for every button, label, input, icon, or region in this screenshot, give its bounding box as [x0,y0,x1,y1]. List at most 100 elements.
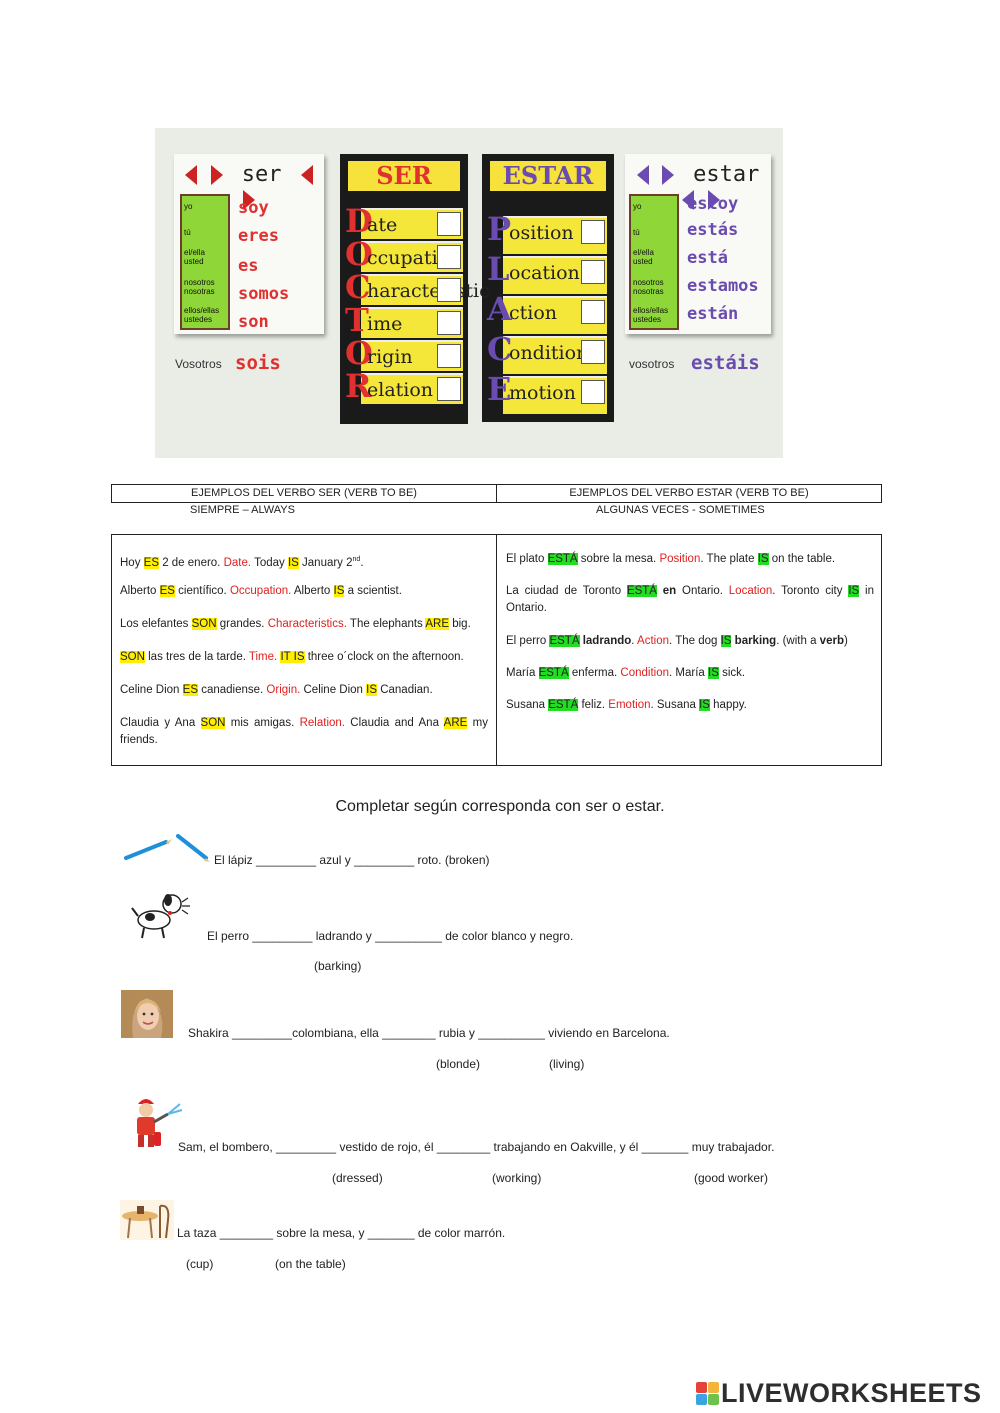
logo-text: LIVEWORKSHEETS [721,1377,982,1408]
diamond-right-icon [707,190,720,210]
place-row-initial: P [487,210,512,248]
ser-card-title: ser [241,162,282,187]
ser-estar-poster: ser yo tú el/ella usted nosotros nosotra… [155,128,783,458]
ser-example: Alberto ES científico. Occupation. Alber… [120,585,402,597]
estar-form: estoy [687,194,739,214]
doctor-row-picture [437,245,461,269]
hint: (on the table) [275,1257,346,1271]
logo-blocks-icon [696,1381,719,1405]
ser-form: eres [238,226,279,246]
diamond-left-icon [661,165,674,185]
doctor-row-picture [437,278,461,302]
ser-conjugation-card: ser yo tú el/ella usted nosotros nosotra… [174,154,324,334]
place-row-picture [581,220,605,244]
place-row-word: osition [509,222,574,244]
ser-form: somos [238,284,290,304]
doctor-row-picture [437,311,461,335]
exercise-heading: Completar según corresponda con ser o es… [335,798,665,815]
exercise-item: El lápiz _________ azul y _________ roto… [214,853,490,867]
pronoun: yo [633,202,642,211]
ser-form: son [238,312,269,332]
doctor-row-word: rigin [367,346,413,368]
vosotros-label: Vosotros [175,357,222,371]
place-row-initial: L [487,250,510,288]
estar-form: estás [687,220,739,240]
ser-example: Hoy ES 2 de enero. Date. Today IS Januar… [120,556,364,569]
pronoun: el/ella usted [633,248,654,266]
estar-examples-header: EJEMPLOS DEL VERBO ESTAR (VERB TO BE) [569,487,809,499]
place-row-picture [581,340,605,364]
exercise-item: Shakira _________colombiana, ella ______… [188,1026,670,1040]
ser-form: es [238,256,259,276]
pronoun: ellos/ellas ustedes [184,306,220,324]
exercise-item: Sam, el bombero, _________ vestido de ro… [178,1140,775,1154]
doctor-row-word: ate [367,214,398,236]
diamond-right-icon [682,190,695,210]
diamond-right-icon [243,190,255,210]
dog-icon [131,894,190,939]
ser-subheader: SIEMPRE – ALWAYS [190,504,295,516]
doctor-row-word: elation [367,379,434,401]
estar-example: María ESTÁ enferma. Condition. María IS … [506,667,746,679]
place-row-initial: C [487,330,513,368]
estar-example: El plato ESTÁ sobre la mesa. Position. T… [506,553,836,565]
estar-example: El perro ESTÁ ladrando. Action. The dog … [506,635,848,647]
place-row-initial: A [487,290,512,328]
doctor-row-picture [437,212,461,236]
ser-form: soy [238,198,269,218]
pronoun: el/ella usted [184,248,205,266]
doctor-row-initial: O [345,334,373,372]
hint: (working) [492,1171,542,1185]
place-row-picture [581,300,605,324]
diamond-left-icon [185,165,198,185]
ser-example: Claudia y Ana SON mis amigas. Relation. … [120,717,488,746]
pronoun: nosotros nosotras [184,278,215,296]
firefighter-icon [137,1099,183,1147]
pronoun: nosotros nosotras [633,278,664,296]
estar-form: están [687,304,739,324]
hint: (cup) [186,1257,214,1271]
examples-header-table: EJEMPLOS DEL VERBO SER (VERB TO BE) EJEM… [111,484,882,503]
diamond-left-icon [210,165,223,185]
hint: (barking) [314,959,362,973]
diamond-left-icon [636,165,649,185]
exercise-item: El perro _________ ladrando y __________… [207,929,574,943]
estar-conjugation-card: estar yo tú el/ella usted nosotros nosot… [625,154,771,334]
place-row-picture [581,380,605,404]
ser-example: Los elefantes SON grandes. Characteristi… [120,618,471,630]
pronoun: ellos/ellas ustedes [633,306,669,324]
doctor-row-initial: O [345,235,373,273]
column-divider [496,535,497,765]
estar-card-title: estar [693,162,760,187]
ser-examples-header: EJEMPLOS DEL VERBO SER (VERB TO BE) [112,485,497,502]
pronoun: tú [633,228,640,237]
pronoun: tú [184,228,191,237]
diamond-right-icon [300,165,313,185]
vosotros-form: estáis [691,352,760,374]
table-cup-icon [120,1200,174,1240]
examples-table: Hoy ES 2 de enero. Date. Today IS Januar… [111,534,882,766]
place-row-initial: E [487,370,512,408]
portrait-photo [121,990,173,1038]
place-row-picture [581,260,605,284]
pencil-icon [124,834,210,862]
doctor-row-initial: C [345,268,371,306]
pronoun-column [629,194,679,330]
hint: (dressed) [332,1171,383,1185]
doctor-row-picture [437,377,461,401]
doctor-row-picture [437,344,461,368]
ser-example: SON las tres de la tarde. Time. IT IS th… [120,651,464,663]
place-row-word: motion [509,382,576,404]
liveworksheets-logo: LIVEWORKSHEETS [696,1378,982,1408]
ser-banner-title: SER [348,161,460,191]
place-row-word: ction [509,302,558,324]
doctor-row-word: ime [367,313,403,335]
place-row-word: ocation [509,262,580,284]
vosotros-label: vosotros [629,357,675,371]
estar-form: estamos [687,276,759,296]
doctor-row-word: haracteristic [367,280,490,302]
pronoun: yo [184,202,193,211]
doctor-row-initial: R [345,367,372,405]
estar-form: está [687,248,728,268]
hint: (blonde) [436,1057,481,1071]
